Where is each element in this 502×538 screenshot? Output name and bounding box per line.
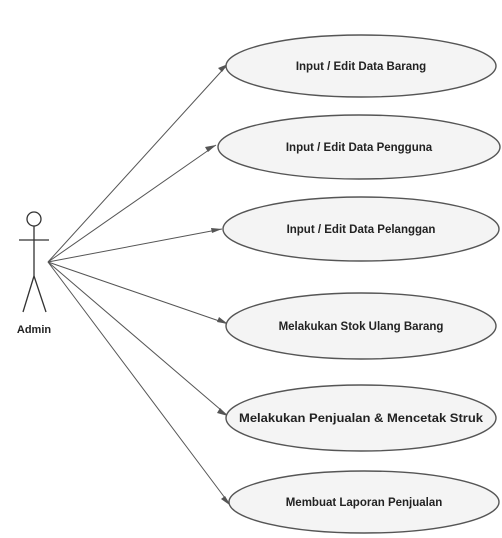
use-case-label: Melakukan Stok Ulang Barang bbox=[279, 321, 444, 333]
association-line bbox=[47, 63, 229, 263]
association-line bbox=[47, 261, 229, 325]
use-case-label: Input / Edit Data Pengguna bbox=[286, 142, 433, 154]
associations bbox=[47, 63, 232, 507]
association-line bbox=[47, 144, 217, 263]
use-case-ellipse bbox=[217, 114, 501, 180]
use-case-5: Melakukan Penjualan & Mencetak Struk bbox=[225, 384, 497, 452]
use-case-label: Melakukan Penjualan & Mencetak Struk bbox=[239, 413, 484, 425]
use-case-ellipse bbox=[225, 34, 497, 98]
use-case-label: Membuat Laporan Penjualan bbox=[286, 497, 443, 509]
actor-head bbox=[26, 211, 42, 227]
actor-left-leg bbox=[22, 275, 35, 313]
use-case-1: Input / Edit Data Barang bbox=[225, 34, 497, 98]
association-arrowhead bbox=[205, 145, 216, 152]
association-line bbox=[47, 261, 229, 417]
association-line bbox=[47, 228, 223, 263]
association-line bbox=[47, 261, 232, 507]
use-case-6: Membuat Laporan Penjualan bbox=[228, 470, 500, 534]
association-arrowhead bbox=[217, 317, 228, 324]
association-arrowhead bbox=[211, 228, 222, 233]
actor-admin: Admin bbox=[17, 211, 52, 336]
actor-label: Admin bbox=[17, 324, 52, 336]
use-case-ellipse bbox=[225, 384, 497, 452]
use-case-3: Input / Edit Data Pelanggan bbox=[222, 196, 500, 262]
use-case-ellipse bbox=[225, 292, 497, 360]
actor-right-leg bbox=[33, 275, 47, 313]
use-case-4: Melakukan Stok Ulang Barang bbox=[225, 292, 497, 360]
use-case-ellipse bbox=[222, 196, 500, 262]
use-case-2: Input / Edit Data Pengguna bbox=[217, 114, 501, 180]
association-arrowhead bbox=[217, 408, 228, 416]
use-case-ellipse bbox=[228, 470, 500, 534]
use-case-label: Input / Edit Data Barang bbox=[296, 61, 426, 73]
use-case-label: Input / Edit Data Pelanggan bbox=[287, 224, 436, 236]
